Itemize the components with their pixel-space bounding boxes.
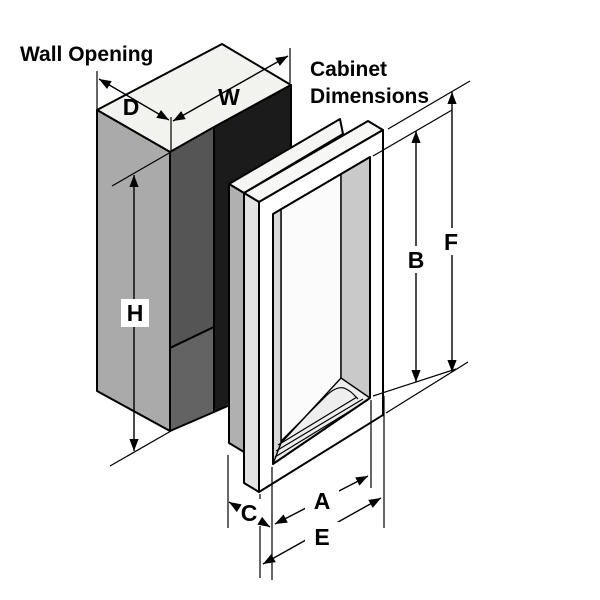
ext-line-f-top [387,80,471,130]
arrowhead [173,111,186,121]
label-opening-width: A [314,488,331,514]
arrowhead [368,498,381,508]
label-wall-height: H [127,300,144,326]
label-opening-height-bg [403,246,430,273]
arrowhead [275,56,288,66]
wall-dimensions: D W H [96,48,291,467]
ext-line-b-bottom [372,368,457,397]
cabinet [228,118,384,493]
label-overall-width-bg [305,522,339,550]
cabinet-sill-bullnose-curve [280,387,359,442]
arrowhead [257,516,270,527]
label-body-depth: C [241,500,258,526]
cabinet-body-left-face [228,183,245,453]
ext-line-h-top [111,151,172,187]
dimension-line-wall-depth [98,78,170,121]
arrowhead [447,360,457,372]
arrowhead [275,514,288,524]
arrowhead [411,370,421,382]
arrowhead [355,476,368,486]
label-wall-depth: D [123,94,140,120]
arrowhead [447,92,457,104]
arrowhead [411,131,421,143]
label-body-depth-bg [236,499,262,526]
arrowhead [129,175,139,187]
label-overall-height-bg [438,228,465,255]
label-wall-height-bg [121,299,149,327]
cabinet-inner-left-return [272,208,282,465]
cabinet-sill-trim-line-2 [275,398,364,452]
label-wall-width: W [218,84,240,110]
cabinet-dimensions-title-line2: Dimensions [310,85,429,108]
cabinet-opening-outline [272,156,371,465]
titles: Wall Opening Cabinet Dimensions [20,43,429,108]
label-opening-height: B [408,247,425,273]
arrowhead [156,109,169,120]
cabinet-sill-trim-line-1 [277,396,358,446]
arrowhead [263,554,276,564]
arrowhead [229,502,242,513]
cabinet-frame-left-face [243,192,260,493]
label-opening-width-bg [305,486,339,514]
wall-inner-upper-face [169,126,215,349]
arrowhead [99,79,112,90]
ext-line-h-bottom [109,430,172,467]
ext-line-f-bottom [385,361,469,414]
dimension-line-wall-width [172,55,289,122]
cabinet-inner-right-wall [340,156,371,399]
wall-opening-title: Wall Opening [20,43,153,66]
ext-line-b-top [372,109,453,157]
cabinet-dimensions: B F A E C [227,80,471,580]
arrowhead [129,439,139,451]
cabinet-dimensions-title-line1: Cabinet [310,58,387,81]
label-overall-height: F [444,229,458,255]
label-overall-width: E [314,524,329,550]
